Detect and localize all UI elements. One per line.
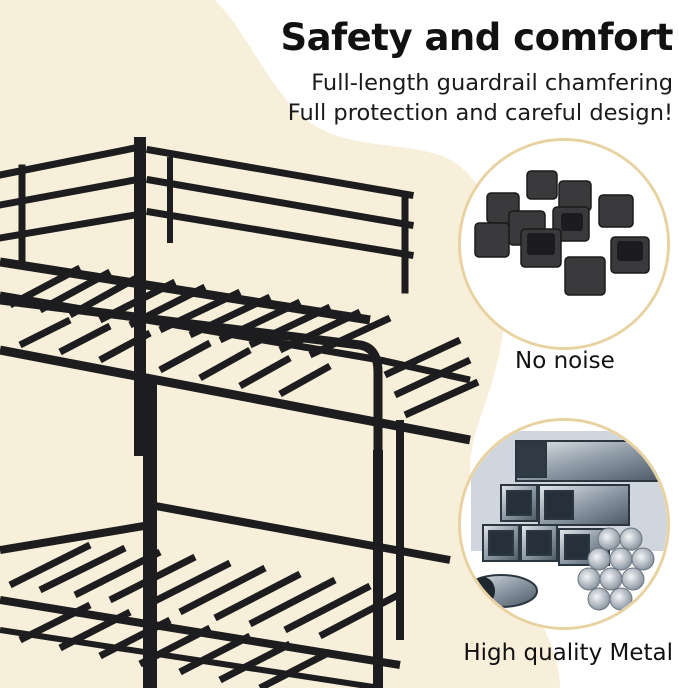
headline: Safety and comfort [280, 16, 673, 59]
upper-deck-slats [8, 264, 480, 419]
metal-tubes-image [458, 418, 670, 630]
metal-tubes-icon [461, 421, 667, 627]
bed-posts [143, 380, 404, 688]
lower-deck-slats [8, 541, 402, 688]
rubber-caps-image [458, 138, 670, 350]
subtitle-line-2: Full protection and careful design! [287, 100, 673, 126]
subtitle-line-1: Full-length guardrail chamfering [311, 70, 673, 96]
feature-label-no-noise: No noise [515, 348, 615, 374]
rubber-caps-icon [461, 141, 667, 347]
feature-label-high-quality-metal: High quality Metal [463, 640, 673, 666]
